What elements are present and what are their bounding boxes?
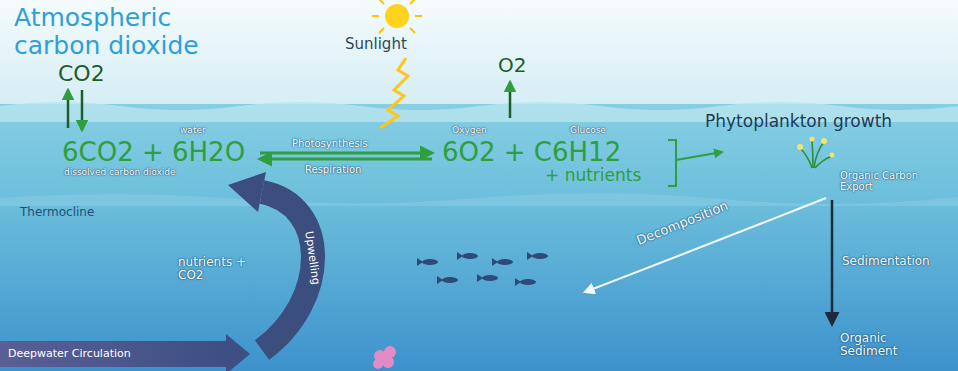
- term-label: dissolved carbon dioxide: [64, 168, 176, 178]
- process-label: Upwelling: [302, 230, 321, 285]
- reaction-label: Respiration: [305, 164, 361, 175]
- process-label: Decomposition: [635, 199, 731, 249]
- layer-label: Thermocline: [20, 206, 94, 219]
- atmosphere-heading: Atmospheric carbon dioxide: [14, 4, 254, 59]
- molecule-label: CO2: [58, 62, 105, 86]
- process-label: Sedimentation: [842, 255, 930, 268]
- equation-term: 6CO2 + 6H2O: [62, 138, 245, 167]
- term-label: Glucose: [570, 126, 606, 136]
- term-label: water: [180, 126, 206, 136]
- nutrient-label: nutrients + CO2: [178, 256, 250, 282]
- deepwater-arrow: [0, 334, 250, 371]
- molecule-label: O2: [498, 54, 526, 76]
- process-label: Phytoplankton growth: [705, 112, 892, 131]
- sedimentation-arrow: [831, 200, 834, 324]
- sky: [0, 0, 958, 110]
- process-label: Organic Carbon Export: [840, 170, 940, 192]
- sunlight-label: Sunlight: [345, 36, 407, 53]
- decomposition-arrow: [585, 198, 826, 292]
- sun: [372, 0, 422, 33]
- current-label: Deepwater Circulation: [8, 348, 131, 360]
- bracket: [668, 140, 722, 186]
- sea: [0, 104, 958, 371]
- reaction-arrows: [260, 153, 432, 159]
- reaction-label: Photosynthesis: [292, 138, 368, 149]
- term-label: Oxygen: [452, 126, 487, 136]
- phytoplankton-figure: [797, 137, 835, 169]
- equation-term: 6O2 + C6H12: [442, 138, 621, 167]
- gas-exchange-arrows: [68, 82, 510, 130]
- sunlight-ray: [380, 58, 408, 128]
- coral: [373, 346, 396, 369]
- equation-term: + nutrients: [545, 166, 641, 185]
- sediment-label: Organic Sediment: [840, 332, 935, 358]
- thermocline-band: [0, 193, 958, 206]
- fish-school: [417, 252, 548, 286]
